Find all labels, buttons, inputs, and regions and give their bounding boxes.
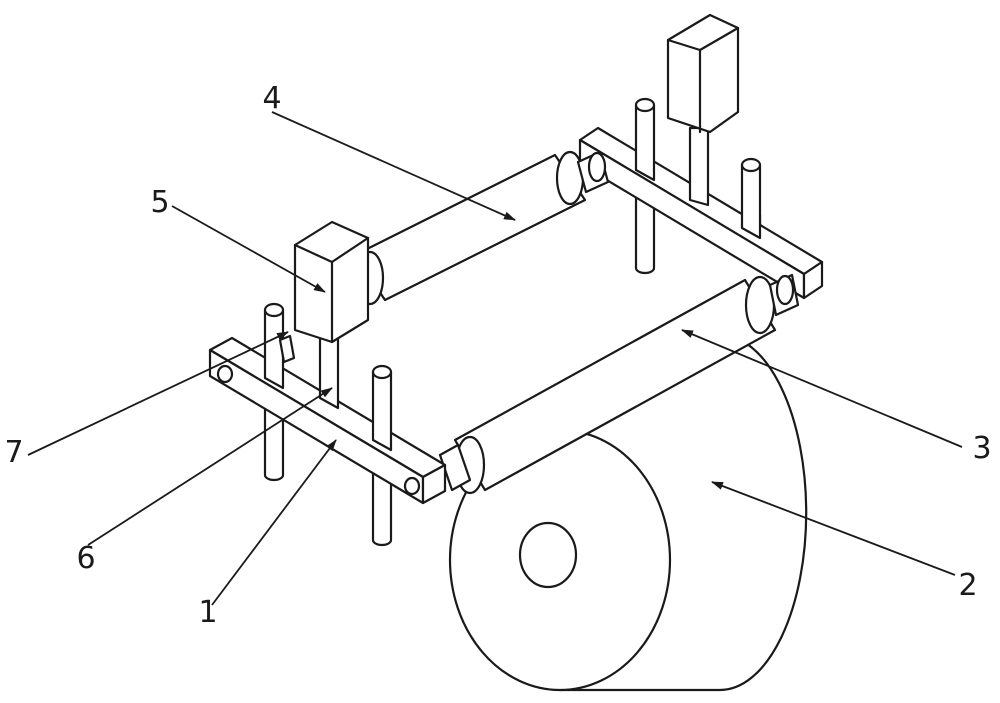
label-1: 1 [198, 595, 217, 630]
label-2: 2 [958, 568, 977, 603]
lower-roller [438, 273, 800, 495]
back-bracket [578, 13, 824, 300]
leader-6 [87, 387, 333, 546]
label-6: 6 [76, 541, 95, 576]
leader-5 [171, 205, 326, 293]
leader-3 [681, 329, 963, 448]
leader-1 [211, 439, 337, 606]
front-bracket [208, 220, 447, 547]
label-4: 4 [262, 81, 281, 116]
label-3: 3 [972, 431, 991, 466]
roll-core-hole [518, 521, 578, 589]
upper-roller [353, 150, 610, 306]
leader-lines [27, 111, 963, 606]
reference-numerals: 4 5 7 6 1 3 2 [4, 81, 991, 630]
leader-7 [27, 331, 289, 456]
leader-4 [271, 111, 516, 221]
label-7: 7 [4, 435, 23, 470]
label-5: 5 [150, 185, 169, 220]
leader-2 [711, 481, 956, 576]
